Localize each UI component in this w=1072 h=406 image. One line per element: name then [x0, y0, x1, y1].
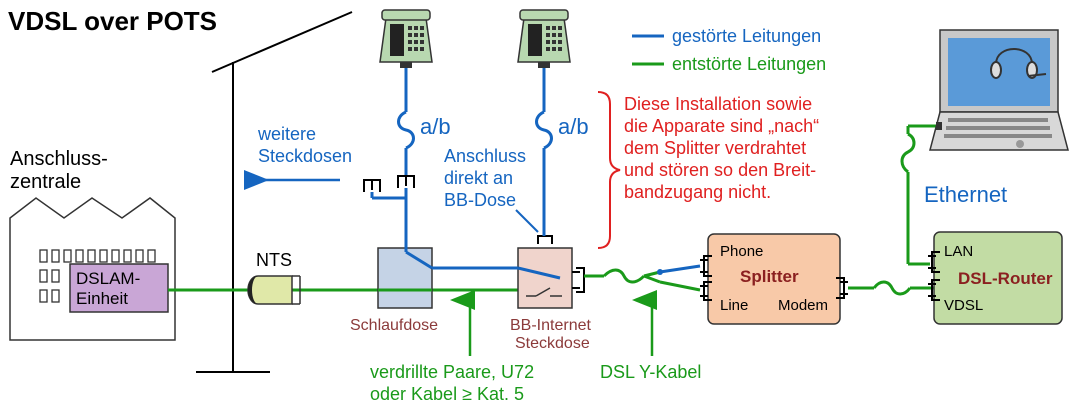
ab-label-right: a/b [558, 114, 589, 139]
note-line-2: die Apparate sind „nach“ [624, 116, 819, 136]
legend-clean: entstörte Leitungen [672, 54, 826, 74]
twisted-label-1: verdrillte Paare, U72 [370, 362, 534, 382]
laptop-icon [929, 29, 1069, 151]
bb-socket-label-2: Steckdose [515, 335, 590, 352]
bb-socket-label-1: BB-Internet [510, 317, 591, 334]
splitter-line-label: Line [720, 297, 748, 314]
note-line-5: bandzugang nicht. [624, 182, 771, 202]
ycable-label: DSL Y-Kabel [600, 362, 701, 382]
disturbed-lines [370, 68, 701, 280]
exchange-label-2: zentrale [10, 171, 81, 193]
exchange-label-1: Anschluss- [10, 148, 108, 170]
building-outline [196, 11, 353, 373]
bb-socket [517, 247, 573, 309]
nts-device [247, 275, 301, 305]
note-line-1: Diese Installation sowie [624, 94, 812, 114]
dsl-router [933, 231, 1063, 325]
router-lan-label: LAN [944, 243, 973, 260]
phone-icon [379, 9, 433, 68]
dslam-label-1: DSLAM- [76, 269, 140, 288]
phone-icon [517, 9, 571, 68]
dslam-label-2: Einheit [76, 289, 128, 308]
splitter-phone-label: Phone [720, 243, 763, 260]
bb-socket-port [572, 267, 585, 293]
nts-label: NTS [256, 250, 292, 270]
diagram-title: VDSL over POTS [8, 6, 217, 36]
legend-disturbed: gestörte Leitungen [672, 26, 821, 46]
dslam-unit [69, 263, 169, 313]
note-brace [597, 91, 621, 249]
ethernet-cable [900, 124, 938, 266]
ethernet-label: Ethernet [924, 182, 1007, 207]
note-line-4: und stören so den Breit- [624, 160, 816, 180]
router-title: DSL-Router [958, 269, 1053, 288]
legend: gestörte Leitungen entstörte Leitungen [632, 26, 826, 74]
note-line-3: dem Splitter verdrahtet [624, 138, 806, 158]
direct-label-1: Anschluss [444, 146, 526, 166]
more-sockets-label-2: Steckdosen [258, 146, 352, 166]
router-vdsl-label: VDSL [944, 297, 983, 314]
installation-note: Diese Installation sowie die Apparate si… [624, 94, 819, 202]
splitter-modem-label: Modem [778, 297, 828, 314]
splitter-title: Splitter [740, 267, 799, 286]
loop-socket-label: Schlaufdose [350, 317, 438, 334]
wall-sockets [363, 175, 415, 192]
headset-icon [990, 48, 1047, 79]
twisted-label-2: oder Kabel ≥ Kat. 5 [370, 384, 524, 404]
direct-label-3: BB-Dose [444, 190, 516, 210]
exchange-building [9, 197, 176, 341]
direct-label-2: direkt an [444, 168, 513, 188]
loop-socket [377, 247, 433, 309]
ab-label-left: a/b [420, 114, 451, 139]
more-sockets-label-1: weitere [257, 124, 316, 144]
y-cable [584, 268, 701, 292]
